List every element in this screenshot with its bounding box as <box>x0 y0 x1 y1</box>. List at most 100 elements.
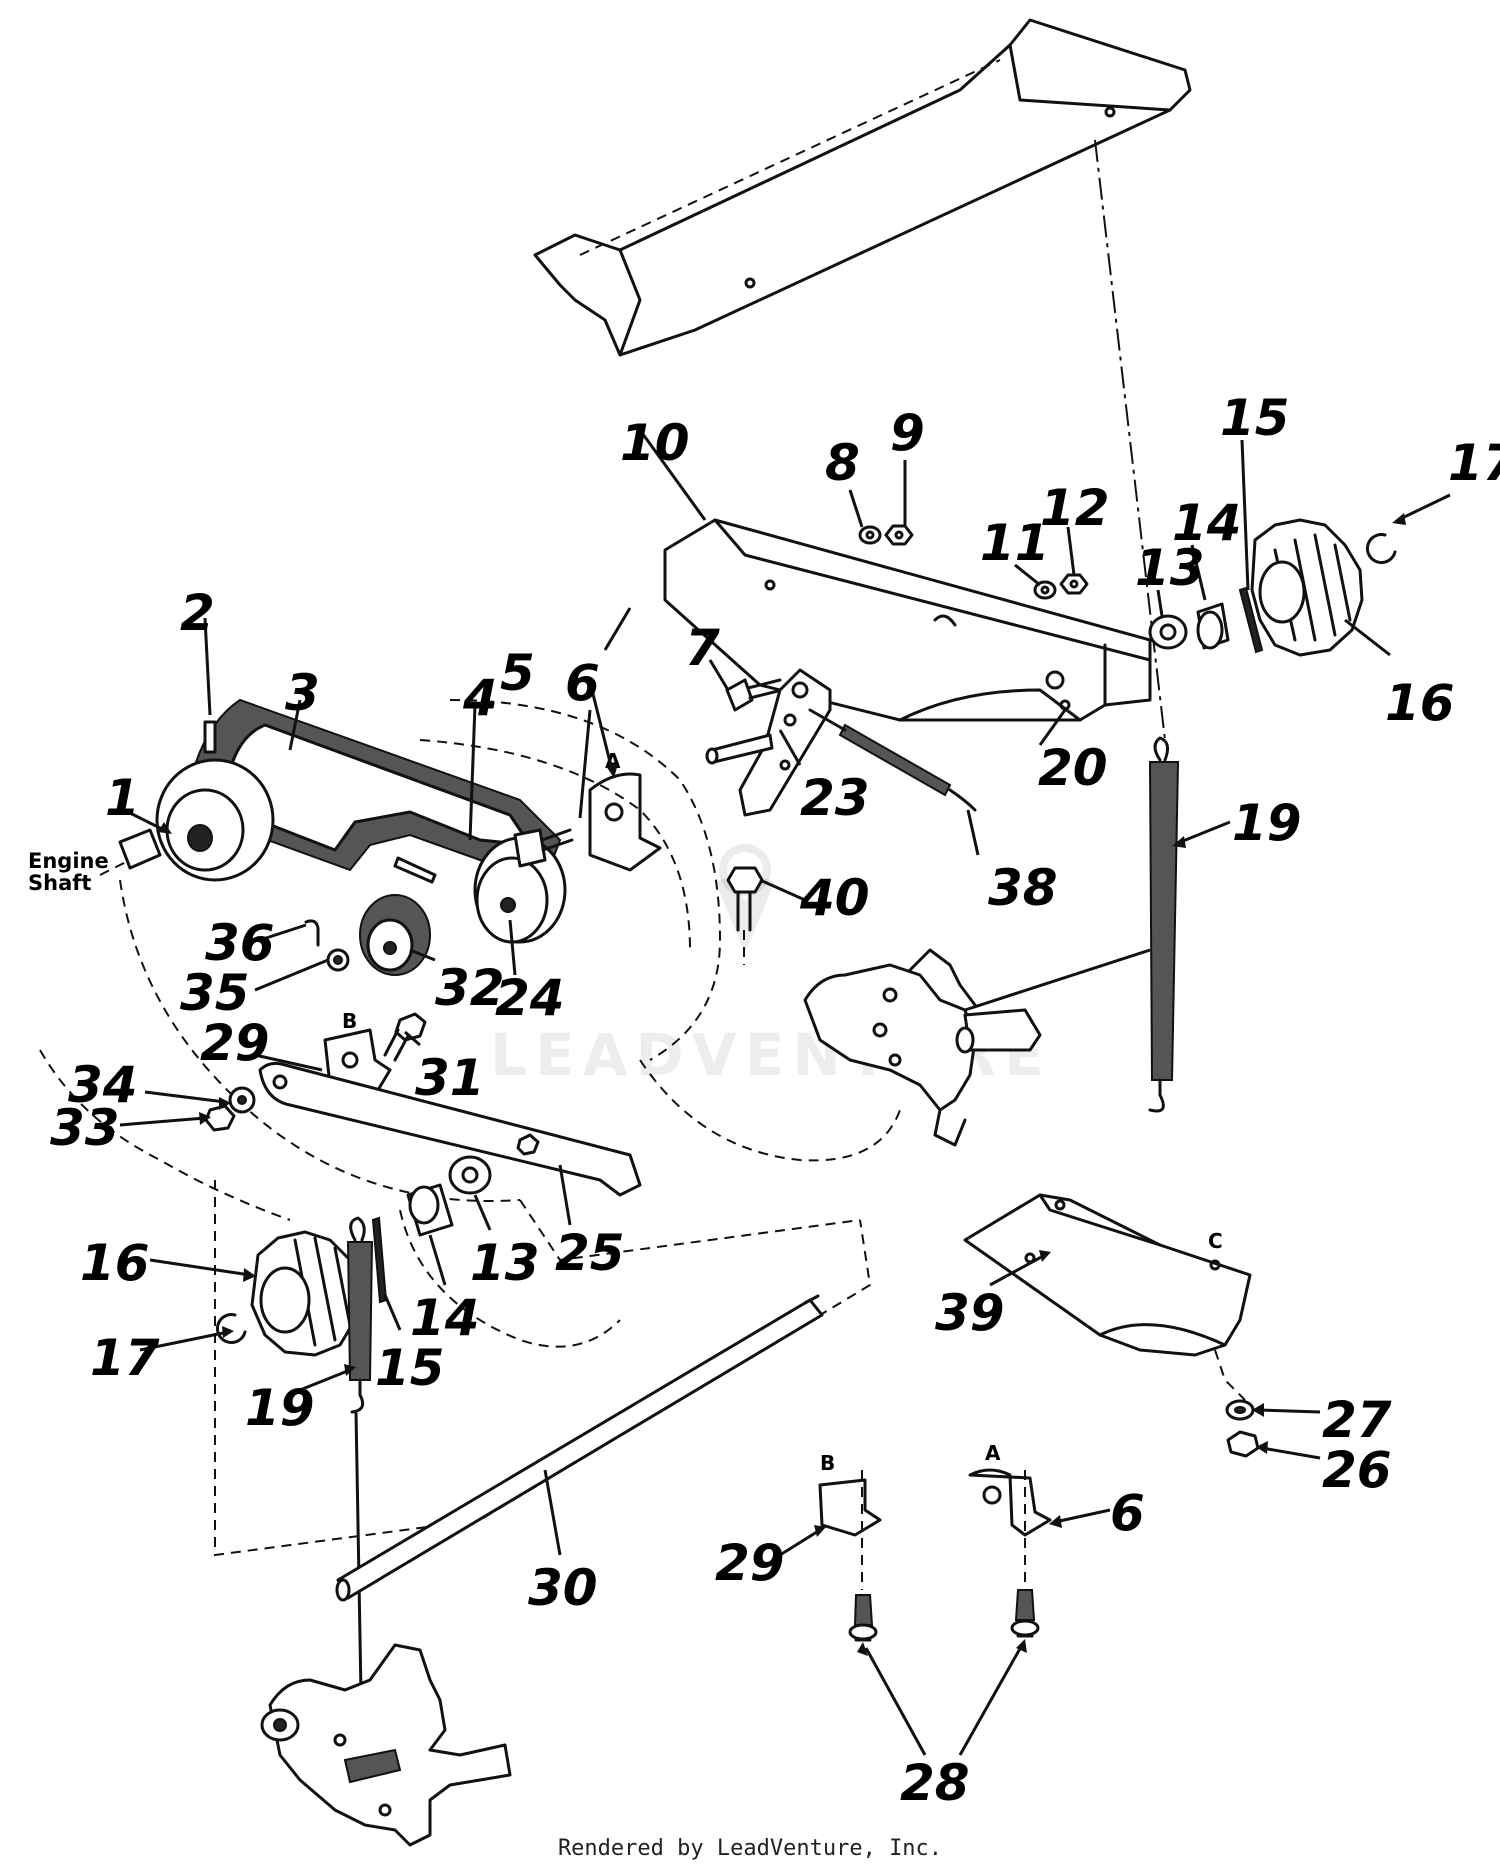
bolt-5 <box>513 828 574 868</box>
callout-28: 28 <box>900 1754 970 1812</box>
callout-29-upper: 29 <box>200 1014 270 1072</box>
callout-6-upper: 6 <box>565 654 600 712</box>
washer-27 <box>1225 1399 1255 1421</box>
footer-credit: Rendered by LeadVenture, Inc. <box>557 1836 943 1861</box>
callout-27: 27 <box>1322 1391 1392 1449</box>
callout-13-left: 13 <box>470 1234 540 1292</box>
spring-19-left <box>346 1216 374 1752</box>
spacer-14-right <box>1196 602 1230 650</box>
screw-28-left <box>848 1594 878 1642</box>
callout-36: 36 <box>205 914 275 972</box>
bracket-6-upper: A <box>588 749 662 872</box>
callout-7: 7 <box>685 619 720 677</box>
lever-25 <box>258 1061 642 1197</box>
pulley-24 <box>473 836 567 944</box>
callout-5: 5 <box>500 644 535 702</box>
callout-35: 35 <box>180 964 250 1022</box>
wheel-drive-left <box>260 1643 512 1847</box>
bracket-23 <box>705 668 832 817</box>
callout-8: 8 <box>825 434 860 492</box>
callout-13-right: 13 <box>1135 539 1205 597</box>
callout-15-right: 15 <box>1220 389 1290 447</box>
callout-6-lower: 6 <box>1110 1484 1145 1542</box>
callout-25: 25 <box>555 1224 625 1282</box>
bushing-13-right <box>1148 614 1188 650</box>
transmission-housing-outline <box>39 699 901 1557</box>
leader-lines <box>119 429 1451 1756</box>
bracket-letter-b-upper: B <box>342 1009 357 1033</box>
washer-11 <box>1033 580 1057 600</box>
key-4 <box>393 856 437 884</box>
engine-shaft-label-line1: Engine <box>28 849 109 873</box>
callout-1: 1 <box>105 769 140 827</box>
spring-19-right <box>1148 736 1180 1113</box>
washer-35 <box>326 948 350 972</box>
callout-17-right: 17 <box>1448 434 1500 492</box>
callout-3: 3 <box>285 664 320 722</box>
callout-9: 9 <box>890 404 925 462</box>
nut-9 <box>884 524 914 546</box>
callout-20: 20 <box>1038 739 1108 797</box>
sprocket-16-left <box>250 1230 362 1357</box>
idler-pulley-32 <box>359 894 431 976</box>
washer-8 <box>858 525 882 545</box>
callout-16-left: 16 <box>80 1234 150 1292</box>
callout-40: 40 <box>799 869 870 927</box>
bracket-letter-c: C <box>1208 1229 1223 1253</box>
callout-24: 24 <box>495 969 565 1027</box>
spacer-14-left <box>406 1183 454 1237</box>
belt-guard <box>663 518 1152 722</box>
bracket-letter-a-lower: A <box>985 1441 1001 1465</box>
bolt-40 <box>726 866 764 965</box>
callout-26: 26 <box>1322 1441 1392 1499</box>
callout-39: 39 <box>935 1284 1005 1342</box>
clip-17-left <box>216 1313 247 1345</box>
callout-labels: 1 2 3 4 5 6 7 8 9 10 11 12 13 14 15 16 1… <box>28 389 1500 1812</box>
callout-2: 2 <box>180 584 215 642</box>
key-15-left <box>371 1216 388 1304</box>
callout-29-lower: 29 <box>715 1534 785 1592</box>
callout-10: 10 <box>620 414 690 472</box>
callout-16-right: 16 <box>1385 674 1455 732</box>
engine-shaft <box>99 828 162 876</box>
callout-34: 34 <box>68 1056 138 1114</box>
pulley-1 <box>155 758 275 882</box>
engine-shaft-label-line2: Shaft <box>28 871 91 895</box>
callout-23: 23 <box>800 769 870 827</box>
callout-14-right: 14 <box>1172 494 1242 552</box>
wheel-drive-right <box>803 948 1151 1147</box>
bolt-7 <box>725 678 784 712</box>
callout-12: 12 <box>1040 479 1110 537</box>
bracket-letter-b-lower: B <box>820 1451 835 1475</box>
washer-34 <box>228 1086 256 1114</box>
shield-39: C <box>963 1193 1252 1401</box>
key-15-right <box>1238 586 1264 654</box>
callout-19-right: 19 <box>1232 794 1302 852</box>
callout-19-left: 19 <box>245 1379 315 1437</box>
sprocket-16-right <box>1250 518 1364 657</box>
callout-17-left: 17 <box>90 1329 160 1387</box>
callout-11: 11 <box>980 514 1050 572</box>
callout-30: 30 <box>528 1559 598 1617</box>
callout-38: 38 <box>988 859 1058 917</box>
pin-36 <box>304 919 320 947</box>
bushing-13-left <box>448 1155 492 1195</box>
nut-26 <box>1226 1430 1260 1458</box>
axle-30 <box>335 1294 824 1602</box>
callout-33: 33 <box>50 1099 120 1157</box>
clip-17-right <box>1366 533 1397 565</box>
bracket-6-lower: A <box>968 1441 1052 1590</box>
screw-28-right <box>1010 1589 1040 1638</box>
callout-31: 31 <box>415 1049 485 1107</box>
bolt-31 <box>383 1012 427 1062</box>
callout-4: 4 <box>462 669 498 727</box>
bracket-29-lower: B <box>818 1451 882 1590</box>
spring-38 <box>808 708 977 812</box>
callout-14-left: 14 <box>410 1289 480 1347</box>
key-2 <box>203 720 217 754</box>
callout-15-left: 15 <box>375 1339 445 1397</box>
nut-12 <box>1059 573 1089 595</box>
nut-33 <box>204 1104 236 1132</box>
top-cover <box>533 18 1192 357</box>
